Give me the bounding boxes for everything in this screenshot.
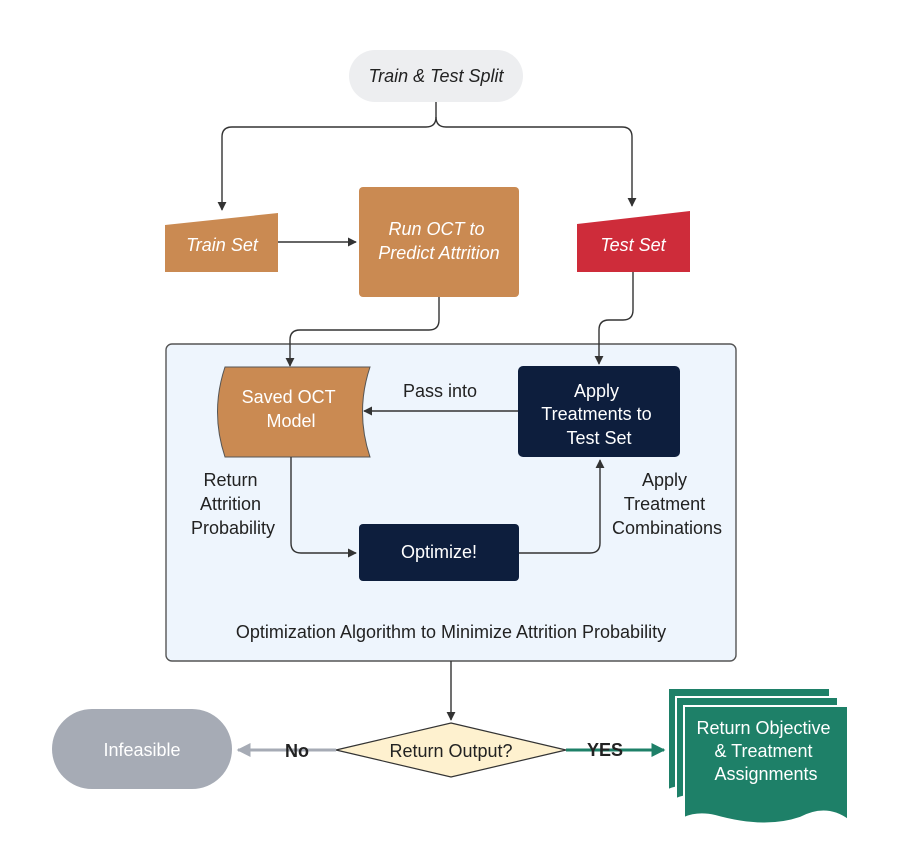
apply-treatments-node [518,366,680,457]
infeasible-label: Infeasible [103,740,180,760]
test-set-label: Test Set [600,235,666,255]
apply-treatments-label: Apply Treatments to Test Set [541,381,656,448]
apply-combinations-label: Apply Treatment Combinations [612,470,722,538]
return-output-decision [335,722,567,778]
return-probability-label: Return Attrition Probability [191,470,275,538]
infeasible-node [52,709,232,789]
edge-test-to-apply [594,272,634,365]
edge-optimize-to-apply [519,459,605,554]
train-set-label: Train Set [186,235,259,255]
optimize-node [359,524,519,581]
saved-oct-model-node [217,366,371,458]
edge-saved-model-to-optimize [290,457,357,558]
train-test-split-label: Train & Test Split [368,66,504,86]
container-label: Optimization Algorithm to Minimize Attri… [236,622,666,642]
run-oct-label: Run OCT to Predict Attrition [378,219,499,263]
output-label: Return Objective & Treatment Assignments [696,718,835,784]
edge-split-to-test [435,116,637,207]
train-set-node [165,213,278,272]
test-set-node [577,211,690,272]
no-label: No [285,741,309,761]
yes-label: YES [587,740,623,760]
saved-oct-model-label: Saved OCT Model [242,387,341,431]
run-oct-node [359,187,519,297]
edge-run-oct-to-saved-model [285,297,440,367]
train-test-split-node [349,50,523,102]
pass-into-label: Pass into [403,381,477,401]
decision-label: Return Output? [389,741,512,761]
optimize-label: Optimize! [401,542,477,562]
edge-split-to-train [217,102,437,211]
output-documents-node [667,687,849,825]
